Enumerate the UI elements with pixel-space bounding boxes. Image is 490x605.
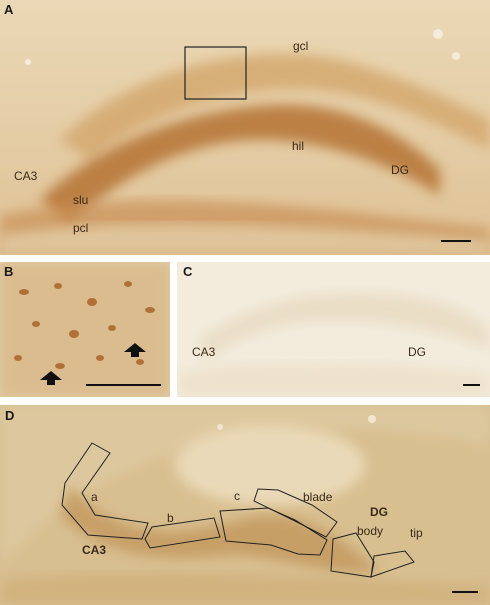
roi-tip-outline: [370, 550, 415, 578]
roi-b-outline: [144, 517, 221, 549]
label-gcl: gcl: [293, 39, 309, 53]
panel-a-letter: A: [4, 2, 14, 17]
label-ca3-a: CA3: [14, 169, 38, 183]
panel-a-micrograph: [0, 0, 490, 255]
panel-b-letter: B: [4, 264, 14, 279]
label-roi-a: a: [91, 490, 98, 504]
panel-c-letter: C: [183, 264, 193, 279]
label-hil: hil: [292, 139, 305, 153]
panel-a: A gcl hil DG CA3 slu pcl: [0, 0, 490, 255]
label-roi-b: b: [167, 511, 174, 525]
roi-a-outline: [61, 442, 149, 540]
panel-b: B: [0, 262, 170, 397]
label-pcl: pcl: [73, 221, 89, 235]
panel-b-micrograph: [0, 262, 170, 397]
panel-a-inset-box: [184, 46, 247, 100]
label-roi-blade: blade: [303, 490, 333, 504]
panel-c-micrograph: [177, 262, 490, 397]
label-slu: slu: [73, 193, 89, 207]
panel-c: C CA3 DG: [177, 262, 490, 397]
panel-d-scale-bar: [452, 591, 478, 593]
label-roi-tip: tip: [410, 526, 423, 540]
panel-d-micrograph: [0, 405, 490, 605]
label-ca3-d: CA3: [82, 543, 107, 557]
label-dg-a: DG: [391, 163, 409, 177]
roi-blade-outline: [253, 488, 338, 538]
label-dg-c: DG: [408, 345, 426, 359]
label-dg-d: DG: [370, 505, 388, 519]
panel-c-scale-bar: [463, 384, 480, 386]
panel-d: D a b c blade DG body tip CA3: [0, 405, 490, 605]
arrow-icon: [124, 343, 146, 357]
panel-d-letter: D: [5, 408, 15, 423]
panel-b-scale-bar: [86, 384, 161, 386]
label-roi-body: body: [357, 524, 384, 538]
arrow-icon: [40, 371, 62, 385]
label-roi-c: c: [234, 489, 240, 503]
panel-a-scale-bar: [441, 240, 471, 242]
label-ca3-c: CA3: [192, 345, 216, 359]
